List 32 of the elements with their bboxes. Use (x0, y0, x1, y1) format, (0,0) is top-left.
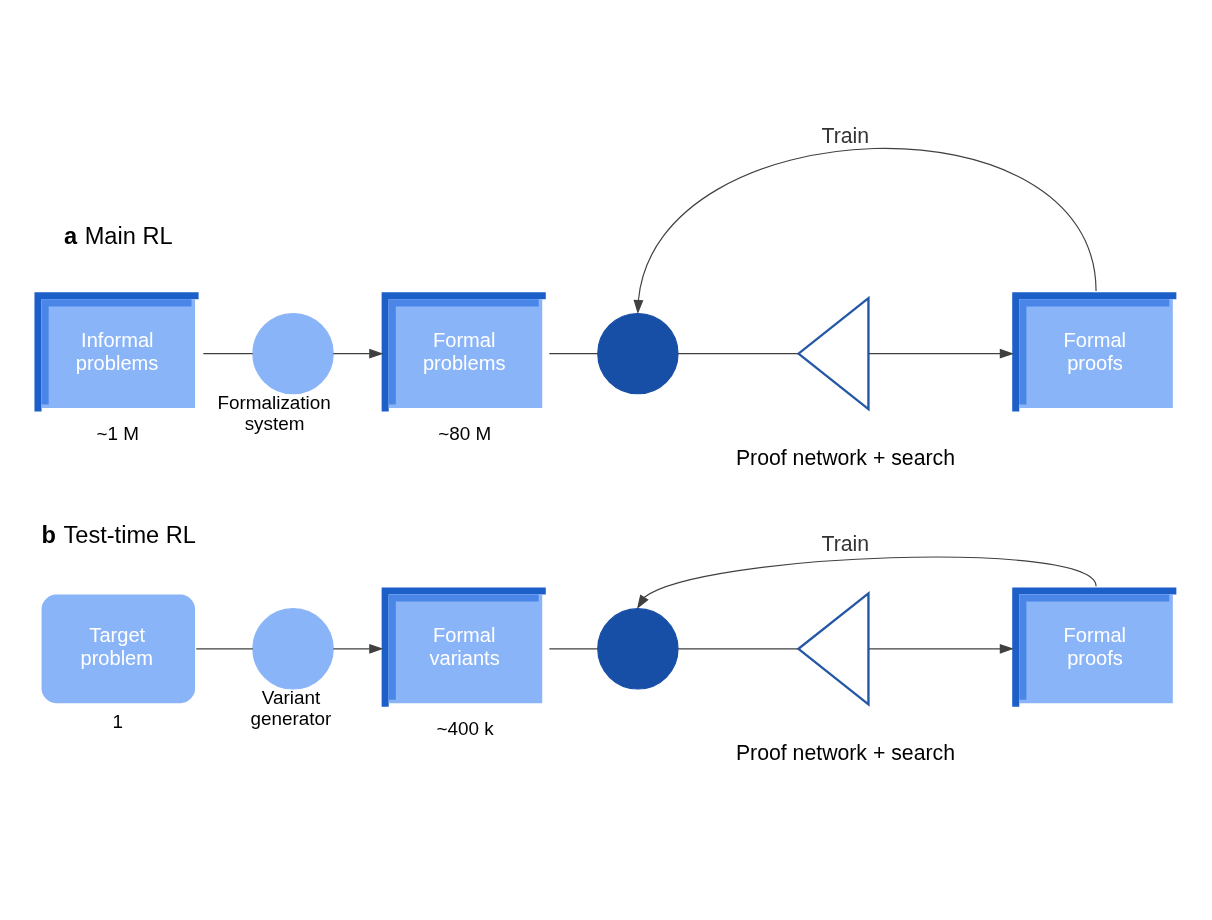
node-picture (796, 295, 870, 412)
node-label: ~400 k (436, 717, 494, 739)
node-circle (597, 607, 679, 690)
arrow (636, 556, 1097, 609)
edge-label: Train (821, 531, 870, 556)
label: b Test-time RL (41, 521, 196, 548)
arrow (332, 643, 384, 654)
connector (548, 647, 599, 649)
node-box: Target problem (41, 594, 196, 703)
connector (677, 647, 799, 649)
node-picture (796, 590, 870, 707)
arrow (633, 147, 1097, 314)
node-label: 1 (112, 710, 123, 732)
connector (195, 647, 254, 649)
connector (677, 352, 799, 354)
arrow (868, 348, 1014, 359)
label: a Main RL (63, 222, 173, 249)
label: Proof network + search (735, 740, 956, 765)
edge-label: Train (821, 123, 870, 148)
connector (548, 352, 599, 354)
label: Proof network + search (735, 445, 956, 470)
connector (202, 352, 254, 354)
arrow (332, 348, 384, 359)
node-circle (252, 607, 334, 690)
node-label: ~1 M (96, 422, 139, 444)
node-label: Formalization system (217, 391, 331, 434)
arrow (868, 643, 1014, 654)
node-circle (597, 312, 679, 394)
node-label: ~80 M (438, 422, 492, 444)
node-label: Variant generator (250, 686, 332, 729)
node-circle (252, 312, 334, 394)
node-box: Formal proofs (1012, 586, 1177, 707)
